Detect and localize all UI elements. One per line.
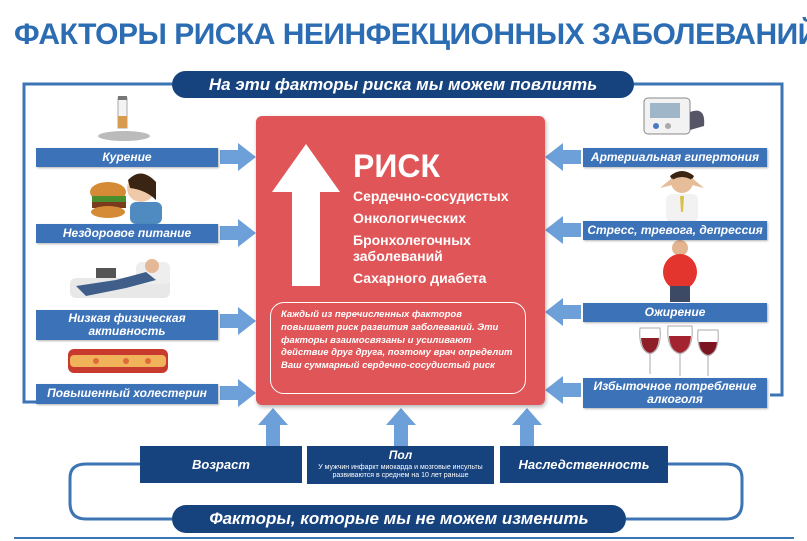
factor-smoking: Курение bbox=[36, 148, 218, 167]
risk-title: РИСК bbox=[353, 148, 440, 184]
risk-item-cardiovascular: Сердечно-сосудистых bbox=[353, 188, 509, 204]
factor-unhealthy-diet: Нездоровое питание bbox=[36, 224, 218, 243]
factor-heredity: Наследственность bbox=[500, 446, 668, 483]
up-arrow-icon bbox=[272, 144, 340, 286]
factor-sex: Пол У мужчин инфаркт миокарда и мозговые… bbox=[307, 446, 494, 484]
wine-glasses-icon bbox=[639, 325, 719, 376]
risk-note: Каждый из перечисленных факторов повышае… bbox=[270, 302, 526, 394]
obese-person-icon bbox=[663, 240, 697, 302]
factor-stress: Стресс, тревога, депрессия bbox=[583, 221, 767, 240]
risk-item-oncological: Онкологических bbox=[353, 210, 466, 226]
risk-item-diabetes: Сахарного диабета bbox=[353, 270, 487, 286]
risk-item-bronchopulmonary: Бронхолегочных заболеваний bbox=[353, 232, 471, 265]
top-banner: На эти факторы риска мы можем повлиять bbox=[172, 71, 634, 98]
factor-low-activity: Низкая физическая активность bbox=[36, 310, 218, 340]
stressed-person-icon bbox=[660, 171, 704, 222]
bottom-banner: Факторы, которые мы не можем изменить bbox=[172, 505, 626, 533]
factor-age: Возраст bbox=[140, 446, 302, 483]
couch-icon bbox=[70, 259, 170, 298]
factor-high-cholesterol: Повышенный холестерин bbox=[36, 384, 218, 404]
cigarette-icon bbox=[98, 96, 150, 141]
burger-icon bbox=[90, 173, 162, 224]
blood-pressure-monitor-icon bbox=[643, 97, 705, 135]
factor-alcohol: Избыточное потребление алкоголя bbox=[583, 378, 767, 408]
artery-icon bbox=[68, 349, 168, 373]
factor-obesity: Ожирение bbox=[583, 303, 767, 322]
factor-sex-title: Пол bbox=[388, 448, 413, 462]
factor-sex-note: У мужчин инфаркт миокарда и мозговые инс… bbox=[318, 464, 483, 480]
factor-hypertension: Артериальная гипертония bbox=[583, 148, 767, 167]
page-title: ФАКТОРЫ РИСКА НЕИНФЕКЦИОННЫХ ЗАБОЛЕВАНИЙ bbox=[14, 18, 807, 51]
